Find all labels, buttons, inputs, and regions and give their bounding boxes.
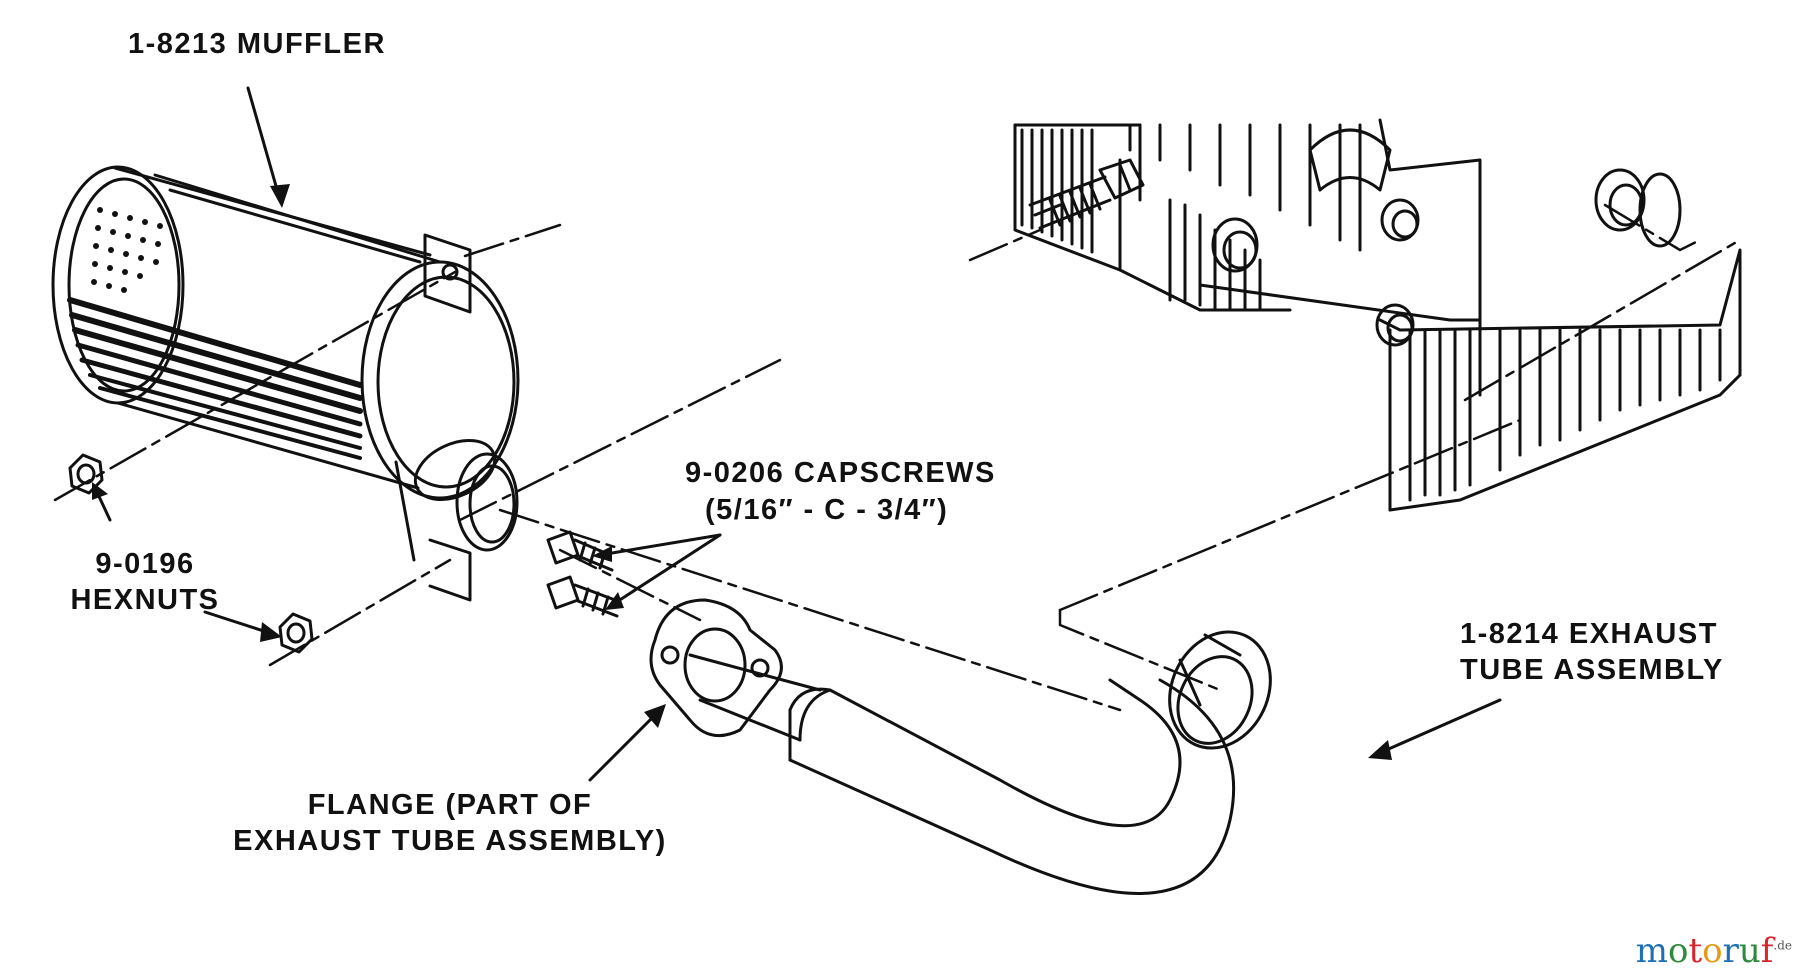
capscrews-size-label: (5/16″ - C - 3/4″)	[705, 494, 949, 526]
watermark-letter: u	[1738, 931, 1761, 971]
muffler	[51, 165, 520, 602]
watermark-logo: motoruf.de	[1636, 931, 1792, 971]
watermark-letter: m	[1635, 931, 1668, 971]
engine-stud	[1028, 158, 1145, 230]
exhaust-tube-label-line1: 1-8214 EXHAUST	[1460, 618, 1718, 650]
watermark-letter: o	[1702, 931, 1723, 971]
watermark-letter: t	[1688, 931, 1703, 971]
watermark-letter: r	[1722, 931, 1739, 971]
hexnuts-label: HEXNUTS	[70, 584, 220, 616]
exhaust-tube-assembly	[649, 598, 1272, 895]
muffler-perforations	[91, 207, 163, 293]
engine-block	[1013, 118, 1742, 512]
capscrews-label: 9-0206 CAPSCREWS	[685, 457, 996, 489]
flange-label-line1: FLANGE (PART OF	[307, 789, 593, 821]
watermark-letter: o	[1667, 931, 1689, 971]
muffler-label: 1-8213 MUFFLER	[128, 28, 386, 60]
hexnuts-part-number: 9-0196	[95, 548, 195, 580]
watermark-letter: f	[1760, 931, 1774, 971]
flange-label-line2: EXHAUST TUBE ASSEMBLY)	[233, 825, 667, 857]
watermark-suffix: .de	[1773, 938, 1792, 953]
center-lines	[53, 203, 1742, 712]
arrow-heads	[92, 184, 1392, 760]
exhaust-tube-label-line2: TUBE ASSEMBLY	[1460, 654, 1724, 686]
